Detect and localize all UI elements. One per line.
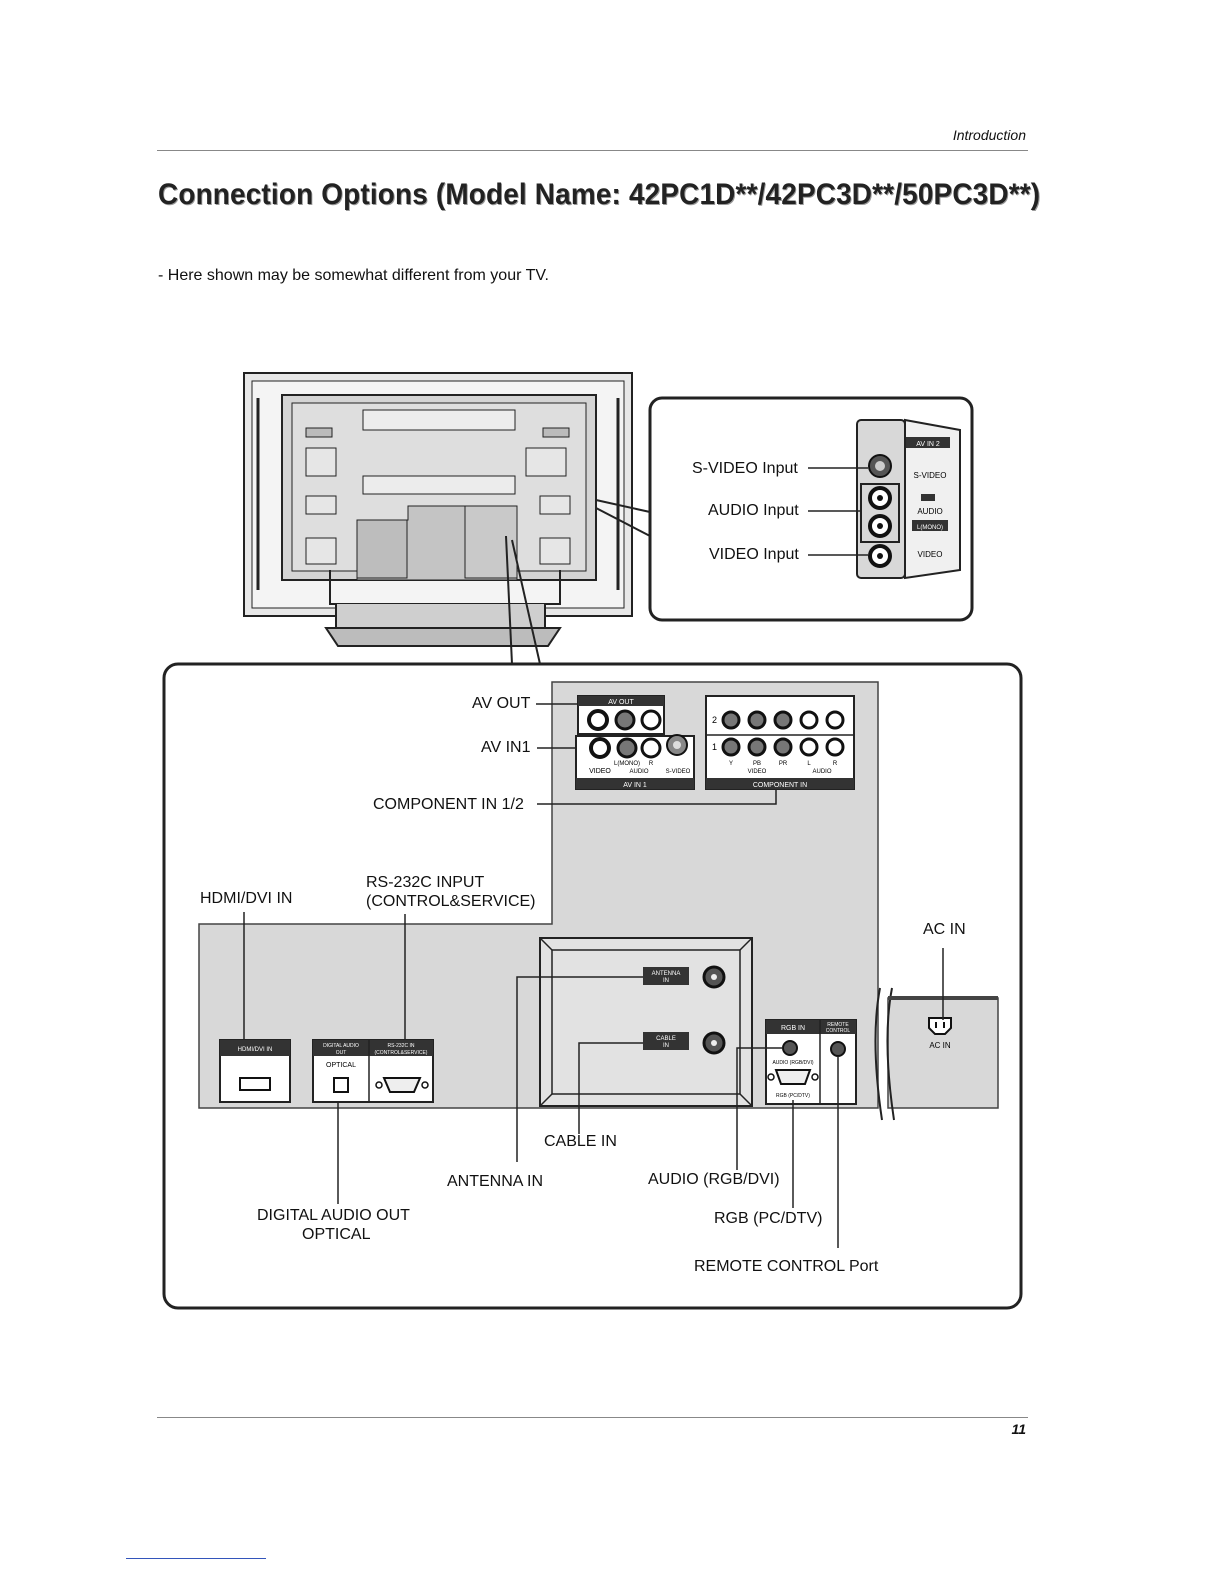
svideo-tag: S-VIDEO: [666, 769, 691, 775]
component-jack-row-1: [721, 737, 845, 757]
antenna-tag: ANTENNA: [652, 971, 681, 977]
av-in1-jack-icon: [589, 737, 611, 759]
section-header: Introduction: [952, 127, 1026, 143]
rs232-tag: RS-232C IN: [388, 1043, 415, 1049]
audio-tag: AUDIO: [629, 769, 648, 775]
rgb-audio-jack-icon: [782, 1040, 798, 1056]
page-number: 11: [1011, 1421, 1026, 1437]
hdmi-port-icon: [239, 1077, 271, 1091]
av-out-tag: AV OUT: [608, 699, 634, 706]
video-jack-icon: [868, 544, 892, 568]
r-tag: R: [649, 761, 654, 767]
audio-rgb-dvi-label: AUDIO (RGB/DVI): [648, 1171, 780, 1188]
av-in1-jack-icon: [640, 737, 662, 759]
rgb-pc-dtv-label: RGB (PC/DTV): [714, 1210, 823, 1227]
footer-link-underline: [126, 1558, 266, 1559]
rs232c-input-label-2: (CONTROL&SERVICE): [366, 893, 536, 910]
audio-tag: AUDIO: [812, 769, 831, 775]
remote-tag: CONTROL: [826, 1028, 851, 1034]
svideo-tag: S-VIDEO: [914, 471, 947, 480]
r-tag: R: [833, 761, 838, 767]
av-in1-tag: AV IN 1: [623, 782, 647, 789]
cable-tag: IN: [663, 1043, 669, 1049]
video-input-label: VIDEO Input: [709, 546, 799, 563]
av-in1-label: AV IN1: [481, 739, 531, 756]
component-in-label: COMPONENT IN 1/2: [373, 796, 524, 813]
component-in-tag: COMPONENT IN: [753, 782, 807, 789]
cable-tag: CABLE: [656, 1036, 676, 1042]
video-tag: VIDEO: [589, 768, 611, 775]
page-title: Connection Options (Model Name: 42PC1D**…: [158, 178, 1041, 211]
remote-tag: REMOTE: [827, 1022, 849, 1028]
ac-in-label: AC IN: [923, 921, 966, 938]
rear-panel-illustration: AV OUT AV IN 1 VIDEO L(MONO) R AUDIO S-V…: [198, 681, 999, 1121]
av-in1-svideo-icon: [666, 734, 688, 756]
cable-jack-icon: [702, 1031, 726, 1055]
audio-rgb-tag: AUDIO (RGB/DVI): [772, 1060, 813, 1066]
header-rule: [157, 150, 1028, 151]
digital-audio-out-label: DIGITAL AUDIO OUT: [257, 1207, 410, 1224]
row-2-tag: 2: [712, 715, 717, 725]
l-tag: L: [807, 761, 811, 767]
mono-tag: L(MONO): [917, 525, 943, 531]
hdmi-tag: HDMI/DVI IN: [238, 1047, 273, 1053]
optical-tag: OPTICAL: [326, 1062, 356, 1069]
mono-tag: L(MONO): [614, 761, 640, 767]
digital-audio-optical-label: OPTICAL: [302, 1226, 371, 1243]
antenna-jack-icon: [702, 965, 726, 989]
optical-port-icon: [333, 1077, 349, 1093]
side-input-panel: AV IN 2 S-VIDEO AUDIO L(MONO) VIDEO: [856, 418, 961, 580]
audio-tag: AUDIO: [917, 507, 942, 516]
pb-tag: PB: [753, 761, 761, 767]
tv-rear-illustration: [243, 372, 633, 647]
video-tag: VIDEO: [918, 550, 943, 559]
ac-in-tag: AC IN: [929, 1041, 951, 1050]
av-in2-tag: AV IN 2: [916, 441, 940, 448]
component-jack-row-2: [721, 710, 845, 730]
disclaimer-note: - Here shown may be somewhat different f…: [158, 267, 549, 284]
av-out-jack-icon: [614, 709, 636, 731]
av-out-label: AV OUT: [472, 695, 531, 712]
digital-out-tag: OUT: [336, 1050, 347, 1056]
av-in1-jack-icon: [616, 737, 638, 759]
digital-out-tag: DIGITAL AUDIO: [323, 1043, 359, 1049]
audio-input-label: AUDIO Input: [708, 502, 799, 519]
rgb-in-tag: RGB IN: [781, 1025, 805, 1032]
antenna-in-label: ANTENNA IN: [447, 1173, 544, 1190]
audio-jack-icon: [868, 514, 892, 538]
pr-tag: PR: [779, 761, 788, 767]
svideo-jack-icon: [868, 454, 892, 478]
antenna-tag: IN: [663, 978, 669, 984]
rgb-dsub-port-icon: [767, 1069, 819, 1085]
av-out-jack-icon: [587, 709, 609, 731]
rs232-tag: (CONTROL&SERVICE): [375, 1050, 428, 1056]
y-tag: Y: [729, 761, 733, 767]
audio-jack-icon: [868, 486, 892, 510]
hdmi-dvi-in-label: HDMI/DVI IN: [200, 890, 293, 907]
row-1-tag: 1: [712, 742, 717, 752]
rs232c-input-label: RS-232C INPUT: [366, 874, 485, 891]
cable-in-label: CABLE IN: [544, 1133, 617, 1150]
remote-port-icon: [830, 1041, 846, 1057]
rgb-pc-tag: RGB (PC/DTV): [776, 1093, 810, 1099]
svideo-input-label: S-VIDEO Input: [692, 460, 798, 477]
rs232-port-icon: [375, 1077, 429, 1093]
video-tag: VIDEO: [748, 769, 767, 775]
footer-rule: [157, 1417, 1028, 1418]
ac-power-socket-icon: [928, 1017, 952, 1035]
remote-control-port-label: REMOTE CONTROL Port: [694, 1258, 879, 1275]
av-out-jack-icon: [640, 709, 662, 731]
